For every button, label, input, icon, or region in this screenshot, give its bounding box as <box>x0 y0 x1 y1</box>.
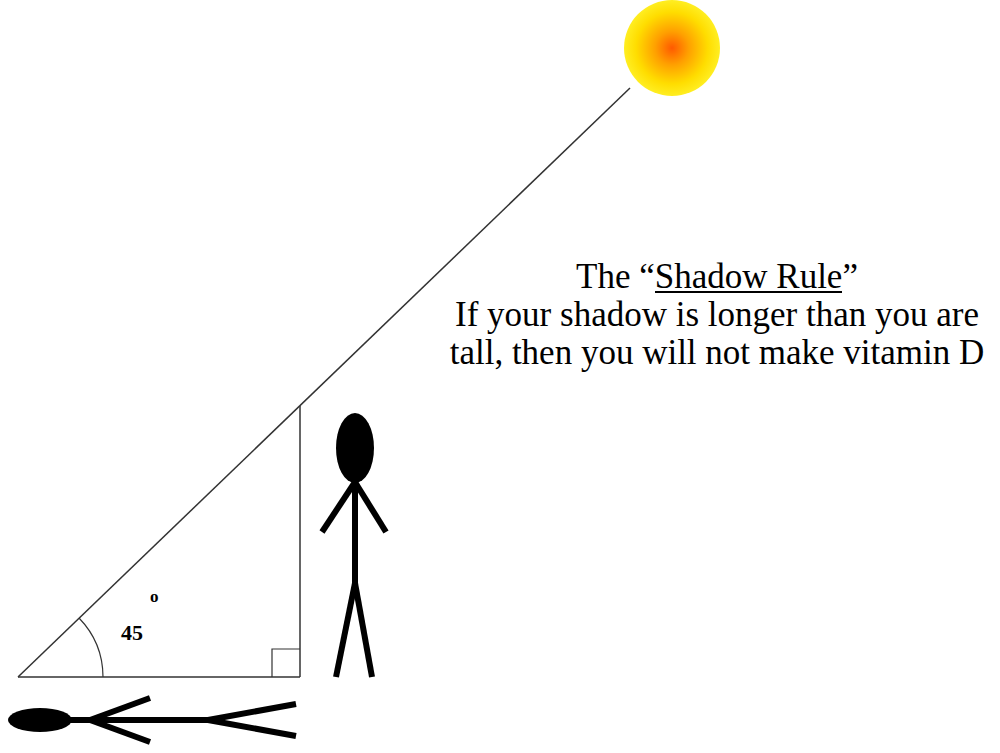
shadow-person <box>8 698 296 742</box>
height-line <box>299 406 301 677</box>
angle-value: 45 <box>121 622 143 644</box>
angle-arc <box>79 618 103 677</box>
standing-person <box>322 413 386 677</box>
sun <box>624 0 720 96</box>
right-angle-mark <box>272 649 300 677</box>
shadow-line <box>18 676 300 678</box>
sun-ray <box>18 88 630 677</box>
rule-body: If your shadow is longer than you are ta… <box>432 296 1000 372</box>
heading-underline <box>655 291 843 293</box>
degree-sign: o <box>150 588 159 605</box>
rule-text-block: The “Shadow Rule”If your shadow is longe… <box>432 258 1000 372</box>
